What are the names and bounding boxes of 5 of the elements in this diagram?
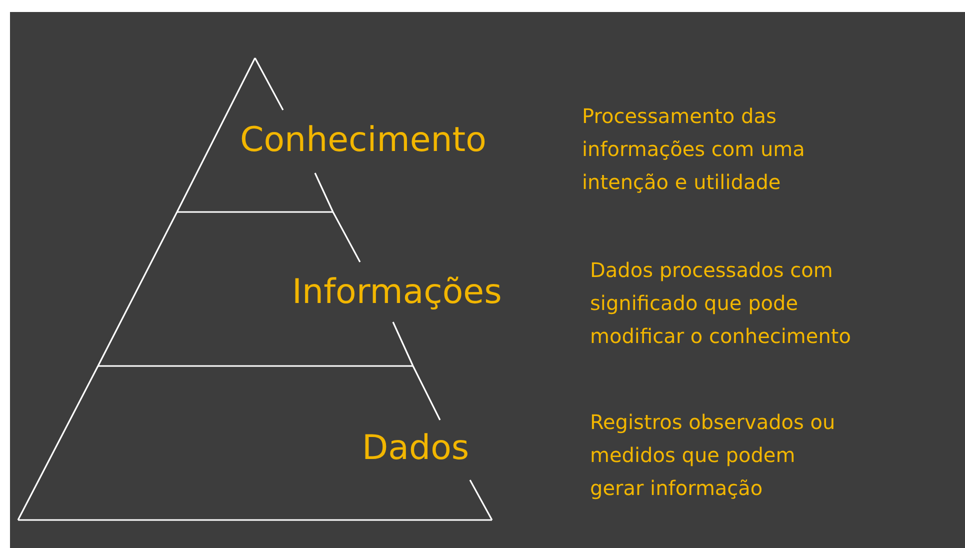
tier-label: Conhecimento [240, 120, 486, 160]
description-text: Processamento das informações com uma intenção e utilidade [582, 103, 806, 196]
description-text: Dados processados com significado que pode modificar o conhecimento [590, 257, 852, 350]
tier-label: Informações [292, 272, 502, 312]
description-text: Registros observados ou medidos que podem gerar informação [590, 409, 836, 502]
